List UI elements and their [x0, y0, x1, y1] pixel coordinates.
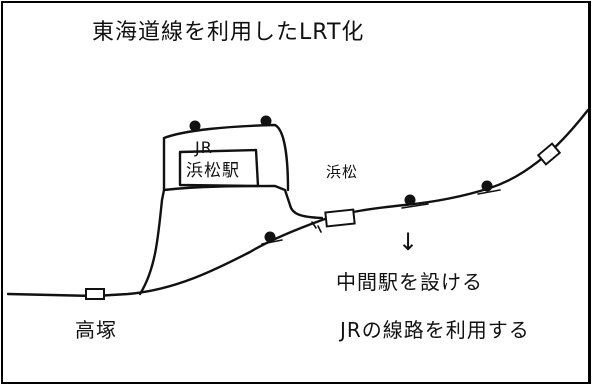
note-line1: 中間駅を設ける: [336, 270, 483, 294]
diagram-title: 東海道線を利用したLRT化: [92, 20, 365, 45]
stop-marker-icon: [189, 120, 201, 132]
stop-marker-icon: [260, 115, 272, 127]
jr-station-label-line2: 浜松駅: [186, 161, 240, 181]
station-box-icon: [85, 288, 105, 300]
marker-hatch: [261, 189, 501, 245]
note-line2: JRの線路を利用する: [340, 318, 530, 342]
stop-marker-icon: [404, 194, 416, 206]
takatsuka-label: 高塚: [75, 318, 117, 342]
main-line: [6, 108, 590, 298]
station-box-icon: [324, 208, 356, 228]
station-box-icon: [536, 142, 562, 166]
jr-station-label-line1: JR: [195, 138, 213, 157]
stop-marker-icon: [481, 180, 493, 192]
branch-line: [138, 184, 324, 296]
hamamatsu-label: 浜松: [326, 163, 359, 181]
ticks: [311, 221, 322, 233]
image-frame: [1, 1, 591, 384]
stop-marker-icon: [264, 231, 276, 243]
down-arrow-icon: ↓: [398, 228, 420, 256]
